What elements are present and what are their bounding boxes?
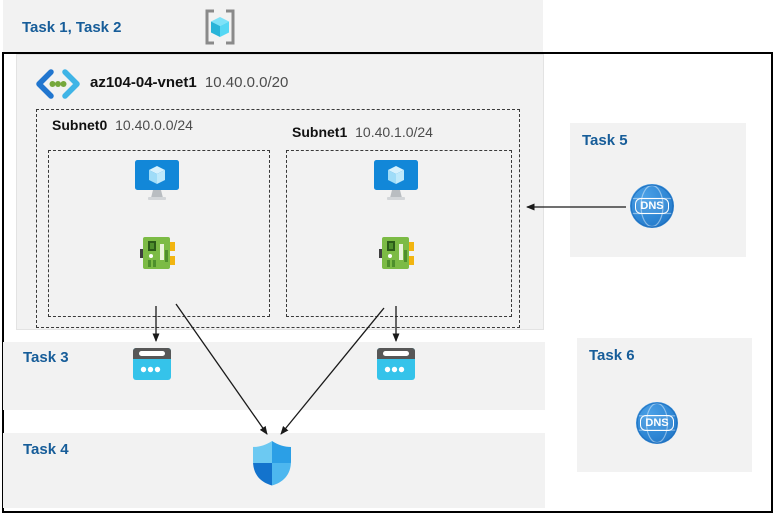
vnet-title: az104-04-vnet1 10.40.0.0/20 xyxy=(90,74,288,91)
vnet-name: az104-04-vnet1 xyxy=(90,74,197,91)
dns-zone-icon-text: DNS xyxy=(640,415,674,431)
task3-band xyxy=(3,342,545,410)
vm1-icon xyxy=(373,160,419,202)
subnet1-dashed-box xyxy=(286,150,512,317)
task5-label: Task 5 xyxy=(582,132,628,149)
virtual-network-icon xyxy=(36,68,80,100)
tasks-1-2-band xyxy=(3,0,543,52)
dns-zone-icon: DNS xyxy=(636,402,678,444)
vnet-cidr: 10.40.0.0/20 xyxy=(204,74,289,91)
public-ip1-icon xyxy=(377,348,415,380)
subnet1-label: Subnet1 10.40.1.0/24 xyxy=(292,124,433,140)
tasks-1-2-label: Task 1, Task 2 xyxy=(22,19,122,36)
resource-group-icon xyxy=(203,9,237,45)
subnet0-cidr: 10.40.0.0/24 xyxy=(115,117,193,133)
nic1-icon xyxy=(378,236,414,270)
vnet-address-space-dashed-box xyxy=(36,109,520,328)
nic0-icon xyxy=(139,236,175,270)
task4-label: Task 4 xyxy=(23,441,69,458)
public-ip0-icon xyxy=(133,348,171,380)
task3-label: Task 3 xyxy=(23,349,69,366)
subnet1-name: Subnet1 xyxy=(292,124,348,140)
subnet0-label: Subnet0 10.40.0.0/24 xyxy=(52,117,193,133)
private-dns-icon-text: DNS xyxy=(635,198,669,214)
task6-label: Task 6 xyxy=(589,347,635,364)
vnet-box xyxy=(16,54,544,330)
subnet1-cidr: 10.40.1.0/24 xyxy=(355,124,433,140)
subnet0-dashed-box xyxy=(48,150,270,317)
vm0-icon xyxy=(134,160,180,202)
nsg-shield-icon xyxy=(252,440,292,486)
subnet0-name: Subnet0 xyxy=(52,117,108,133)
private-dns-icon: DNS xyxy=(630,184,674,228)
